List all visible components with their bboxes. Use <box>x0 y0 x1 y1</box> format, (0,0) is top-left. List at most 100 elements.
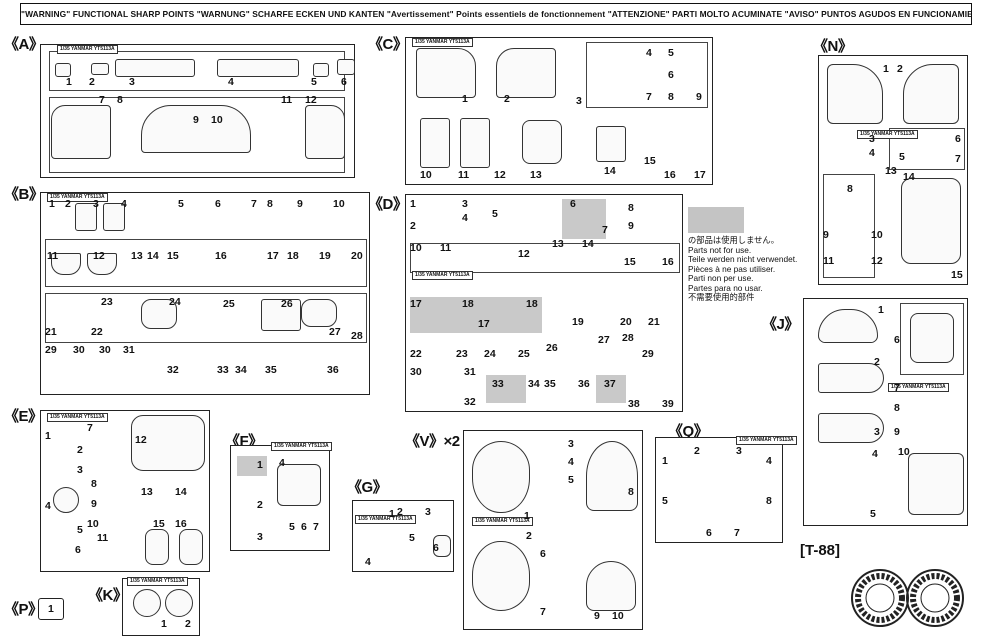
part-number: 1 <box>66 76 72 88</box>
sprue-label-e: 《E》 <box>4 408 43 425</box>
part-number: 37 <box>604 378 616 390</box>
part-number: 10 <box>87 518 99 530</box>
sprue-frame <box>45 239 367 287</box>
part-number: 8 <box>628 202 634 214</box>
part-number: 14 <box>582 238 594 250</box>
unused-part-area <box>410 297 542 333</box>
part-number: 10 <box>871 229 883 241</box>
part-shape <box>416 48 476 98</box>
part-number: 7 <box>99 94 105 106</box>
part-number: 6 <box>215 198 221 210</box>
part-number: 26 <box>546 342 558 354</box>
part-number: 9 <box>297 198 303 210</box>
part-number: 25 <box>223 298 235 310</box>
part-shape <box>91 63 109 75</box>
part-number: 9 <box>91 498 97 510</box>
part-number: 7 <box>87 422 93 434</box>
part-number: 5 <box>668 47 674 59</box>
part-shape <box>261 299 301 331</box>
part-number: 2 <box>185 618 191 630</box>
part-number: 30 <box>73 344 85 356</box>
unused-part-area <box>486 375 526 403</box>
part-number: 28 <box>622 332 634 344</box>
part-number: 29 <box>642 348 654 360</box>
part-number: 2 <box>89 76 95 88</box>
note-line: 不需要使用的部件 <box>688 292 755 302</box>
part-number: 11 <box>281 94 293 106</box>
part-number: 9 <box>193 114 199 126</box>
part-number: 16 <box>175 518 187 530</box>
part-number: 8 <box>91 478 97 490</box>
part-number: 8 <box>766 495 772 507</box>
part-number: 10 <box>898 446 910 458</box>
part-number: 18 <box>462 298 474 310</box>
part-shape <box>141 299 177 329</box>
part-number: 6 <box>75 544 81 556</box>
part-number: 1 <box>49 198 55 210</box>
part-number: 22 <box>91 326 103 338</box>
part-number: 12 <box>494 169 506 181</box>
part-number: 3 <box>425 506 431 518</box>
part-number: 20 <box>351 250 363 262</box>
part-number: 27 <box>329 326 341 338</box>
part-number: 3 <box>257 531 263 543</box>
sprue-frame <box>410 243 680 273</box>
part-shape <box>522 120 562 164</box>
part-number: 4 <box>766 455 772 467</box>
part-number: 4 <box>462 212 468 224</box>
part-number: 6 <box>570 198 576 210</box>
part-number: 8 <box>628 486 634 498</box>
part-number: 6 <box>955 133 961 145</box>
part-number: 9 <box>696 91 702 103</box>
part-number: 16 <box>662 256 674 268</box>
part-shape <box>496 48 556 98</box>
sprue-frame <box>586 42 708 108</box>
part-number: 7 <box>251 198 257 210</box>
sprue-k: 1/35 YANMAR YT5113A 1 2 <box>122 577 200 636</box>
part-shape <box>903 64 959 124</box>
part-number: 5 <box>409 532 415 544</box>
part-shape <box>301 299 337 327</box>
part-number: 2 <box>694 445 700 457</box>
part-number: 27 <box>598 334 610 346</box>
part-number: 7 <box>734 527 740 539</box>
part-number: 4 <box>279 457 285 469</box>
part-number: 7 <box>602 224 608 236</box>
part-shape <box>337 59 355 75</box>
sprue-g: 1/35 YANMAR YT5113A 1 2 3 4 5 6 <box>352 500 454 572</box>
part-shape <box>827 64 883 124</box>
part-number: 22 <box>410 348 422 360</box>
part-number: 31 <box>123 344 135 356</box>
part-shape <box>305 105 345 159</box>
part-number: 4 <box>869 147 875 159</box>
part-number: 2 <box>257 499 263 511</box>
sprue-a: 1/35 YANMAR YT5113A 1 2 3 4 5 6 7 8 9 10… <box>40 44 355 178</box>
part-number: 5 <box>311 76 317 88</box>
part-shape <box>103 203 125 231</box>
part-number: 4 <box>568 456 574 468</box>
part-number: 6 <box>894 334 900 346</box>
tire-right <box>906 569 964 627</box>
part-number: 2 <box>65 198 71 210</box>
part-number: 32 <box>167 364 179 376</box>
part-shape <box>420 118 450 168</box>
part-shape <box>818 363 884 393</box>
part-number: 13 <box>530 169 542 181</box>
part-number: 15 <box>624 256 636 268</box>
part-shape <box>53 487 79 513</box>
part-number: 2 <box>504 93 510 105</box>
part-shape <box>908 453 964 515</box>
part-shape <box>910 313 954 363</box>
sprue-p: 1 <box>38 598 64 620</box>
part-number: 11 <box>440 242 452 254</box>
sprue-label-p: 《P》 <box>4 601 43 618</box>
part-number: 8 <box>668 91 674 103</box>
sprue-tag: 1/35 YANMAR YT5113A <box>472 517 533 526</box>
part-number: 14 <box>175 486 187 498</box>
sprue-b: 1/35 YANMAR YT5113A 1 2 3 4 5 6 7 8 9 10… <box>40 192 370 395</box>
part-shape <box>433 535 451 557</box>
part-number: 12 <box>305 94 317 106</box>
part-number: 17 <box>267 250 279 262</box>
part-number: 5 <box>662 495 668 507</box>
part-number: 30 <box>99 344 111 356</box>
